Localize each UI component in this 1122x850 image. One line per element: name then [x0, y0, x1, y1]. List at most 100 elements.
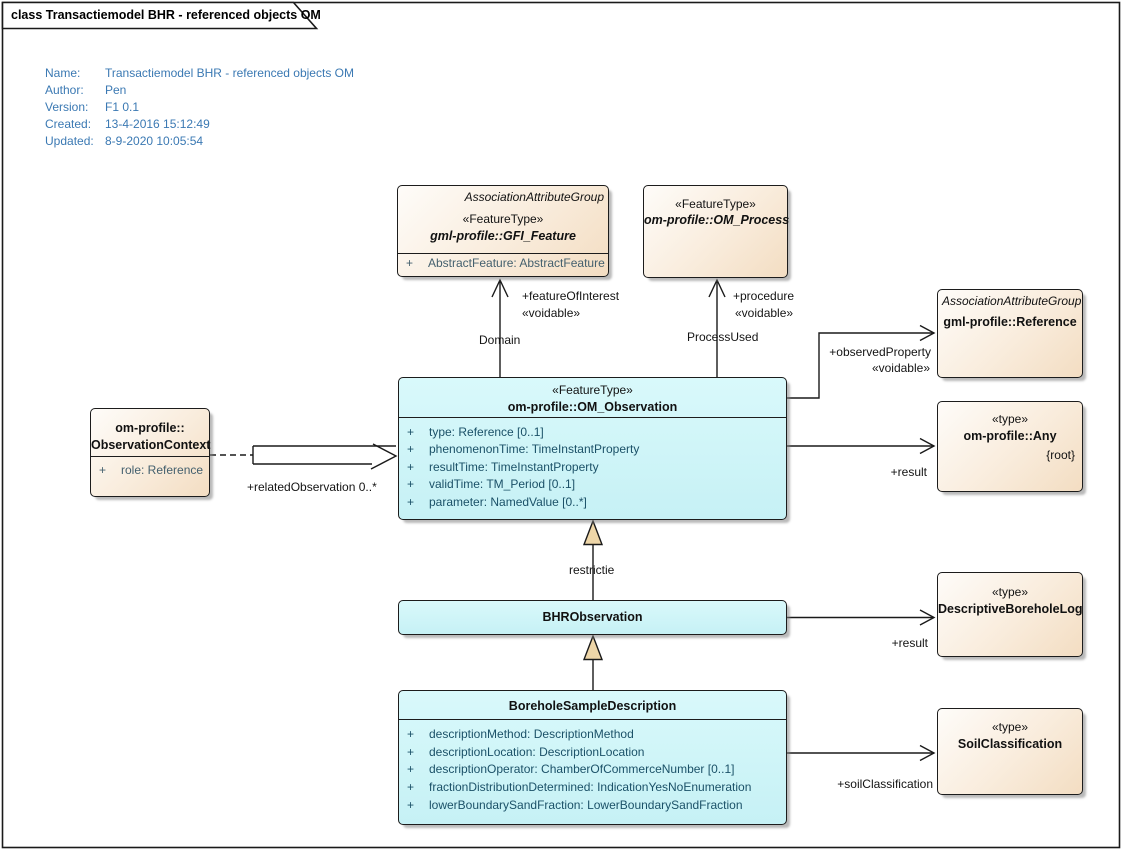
class-gml-reference[interactable]: AssociationAttributeGroup gml-profile::R…: [937, 289, 1083, 378]
root-constraint-label: {root}: [1046, 448, 1075, 462]
class-name: gml-profile::Reference: [943, 315, 1077, 329]
class-name: om-profile::OM_Process: [644, 213, 790, 227]
class-name: BoreholeSampleDescription: [508, 699, 677, 713]
stereotype-label: «type»: [991, 720, 1029, 734]
attribute-row: + descriptionOperator: ChamberOfCommerce…: [399, 761, 786, 779]
role-label-result-log: +result: [891, 636, 928, 650]
voidable-stereotype-label: «voidable»: [871, 361, 930, 375]
attribute-row: + descriptionLocation: DescriptionLocati…: [399, 744, 786, 762]
attribute-visibility: +: [407, 797, 415, 812]
attribute-visibility: +: [407, 459, 415, 474]
attribute-row: + parameter: NamedValue [0..*]: [399, 494, 786, 511]
connector-feature-of-interest[interactable]: [491, 278, 509, 377]
attribute-text: descriptionOperator: ChamberOfCommerceNu…: [429, 762, 735, 777]
metadata-row-name: Name: Transactiemodel BHR - referenced o…: [45, 65, 354, 82]
connector-result-any[interactable]: [786, 437, 936, 455]
class-descriptive-borehole-log[interactable]: «type» DescriptiveBoreholeLog: [937, 572, 1083, 657]
attribute-visibility: +: [407, 744, 415, 759]
stereotype-group-label: AssociationAttributeGroup: [464, 190, 604, 204]
connector-result-log[interactable]: [786, 609, 936, 626]
role-label-procedure: +procedure: [733, 289, 795, 303]
attribute-row: + AbstractFeature: AbstractFeature: [398, 256, 608, 270]
attribute-row: + lowerBoundarySandFraction: LowerBounda…: [399, 797, 786, 815]
metadata-value: 13-4-2016 15:12:49: [105, 117, 210, 131]
voidable-stereotype-label: «voidable»: [522, 306, 581, 320]
connector-related-observation[interactable]: [210, 443, 398, 470]
metadata-label: Author:: [45, 83, 84, 97]
attribute-row: + descriptionMethod: DescriptionMethod: [399, 726, 786, 744]
diagram-title: class Transactiemodel BHR - referenced o…: [11, 8, 321, 22]
class-observation-context[interactable]: om-profile:: ObservationContext + role: …: [90, 408, 210, 497]
metadata-label: Version:: [45, 100, 89, 114]
class-om-observation[interactable]: «FeatureType» om-profile::OM_Observation…: [398, 377, 787, 520]
attribute-visibility: +: [407, 494, 415, 509]
voidable-stereotype-label: «voidable»: [735, 306, 794, 320]
class-name: om-profile::OM_Observation: [507, 400, 678, 414]
stereotype-label: «type»: [991, 412, 1029, 426]
attribute-text: resultTime: TimeInstantProperty: [429, 459, 599, 474]
stereotype-label: «type»: [991, 585, 1029, 599]
attribute-text: phenomenonTime: TimeInstantProperty: [429, 442, 640, 457]
connector-restrictie-generalization[interactable]: [582, 519, 604, 600]
class-om-any[interactable]: «type» om-profile::Any {root}: [937, 401, 1083, 492]
attribute-visibility: +: [407, 762, 415, 777]
attribute-text: descriptionLocation: DescriptionLocation: [429, 744, 645, 759]
class-name-line1: om-profile::: [115, 421, 185, 435]
attribute-visibility: +: [407, 477, 415, 492]
attribute-visibility: +: [407, 442, 415, 457]
stereotype-label: «FeatureType»: [675, 197, 756, 211]
attribute-text: role: Reference: [121, 463, 204, 477]
role-label-related-observation: +relatedObservation 0..*: [247, 480, 377, 494]
class-gfi-feature[interactable]: AssociationAttributeGroup «FeatureType» …: [397, 185, 609, 277]
attribute-row: + phenomenonTime: TimeInstantProperty: [399, 441, 786, 458]
attribute-text: type: Reference [0..1]: [429, 425, 544, 439]
role-label-feature-of-interest: +featureOfInterest: [522, 289, 620, 303]
metadata-value: Pen: [105, 83, 127, 97]
target-label-domain: Domain: [479, 333, 521, 347]
attribute-text: lowerBoundarySandFraction: LowerBoundary…: [429, 797, 743, 812]
attribute-compartment: + role: Reference: [91, 456, 209, 496]
attribute-row: + type: Reference [0..1]: [399, 424, 786, 441]
metadata-row-updated: Updated: 8-9-2020 10:05:54: [45, 133, 354, 150]
connector-sample-generalization[interactable]: [582, 634, 604, 690]
metadata-value: 8-9-2020 10:05:54: [105, 134, 204, 148]
metadata-value: F1 0.1: [105, 100, 140, 114]
attribute-row: + validTime: TM_Period [0..1]: [399, 476, 786, 493]
frame-title-tab: [1, 1, 319, 30]
metadata-row-author: Author: Pen: [45, 82, 354, 99]
attribute-row: + fractionDistributionDetermined: Indica…: [399, 779, 786, 797]
attribute-visibility: +: [407, 727, 415, 741]
connector-procedure[interactable]: [708, 278, 726, 377]
class-name: BHRObservation: [542, 610, 643, 624]
attribute-visibility: +: [407, 780, 415, 795]
attribute-text: parameter: NamedValue [0..*]: [429, 494, 587, 509]
class-name: gml-profile::GFI_Feature: [430, 229, 576, 243]
class-name-line2: ObservationContext: [91, 438, 211, 452]
role-label-soil-classification: +soilClassification: [837, 777, 933, 791]
attribute-visibility: +: [99, 463, 107, 477]
connector-soil-classification[interactable]: [786, 744, 936, 762]
class-om-process[interactable]: «FeatureType» om-profile::OM_Process: [643, 185, 790, 278]
class-bhr-observation[interactable]: BHRObservation: [398, 600, 787, 635]
attribute-text: validTime: TM_Period [0..1]: [429, 477, 576, 492]
connector-observed-property[interactable]: [786, 324, 936, 399]
metadata-label: Updated:: [45, 134, 94, 148]
attribute-compartment: + descriptionMethod: DescriptionMethod +…: [399, 719, 786, 824]
class-borehole-sample-description[interactable]: BoreholeSampleDescription + descriptionM…: [398, 690, 787, 825]
generalization-label-restrictie: restrictie: [569, 563, 615, 577]
attribute-compartment: + AbstractFeature: AbstractFeature: [398, 253, 608, 276]
attribute-row: + role: Reference: [91, 463, 209, 477]
role-label-observed-property: +observedProperty: [829, 345, 931, 359]
stereotype-label: «FeatureType»: [462, 212, 544, 226]
class-name: om-profile::Any: [963, 429, 1057, 443]
metadata-value: Transactiemodel BHR - referenced objects…: [105, 66, 354, 80]
metadata-label: Created:: [45, 117, 92, 131]
attribute-visibility: +: [406, 256, 414, 270]
target-label-process-used: ProcessUsed: [687, 330, 759, 344]
class-soil-classification[interactable]: «type» SoilClassification: [937, 708, 1083, 795]
diagram-metadata: Name: Transactiemodel BHR - referenced o…: [45, 65, 354, 150]
attribute-row: + resultTime: TimeInstantProperty: [399, 459, 786, 476]
attribute-compartment: + type: Reference [0..1] + phenomenonTim…: [399, 417, 786, 519]
